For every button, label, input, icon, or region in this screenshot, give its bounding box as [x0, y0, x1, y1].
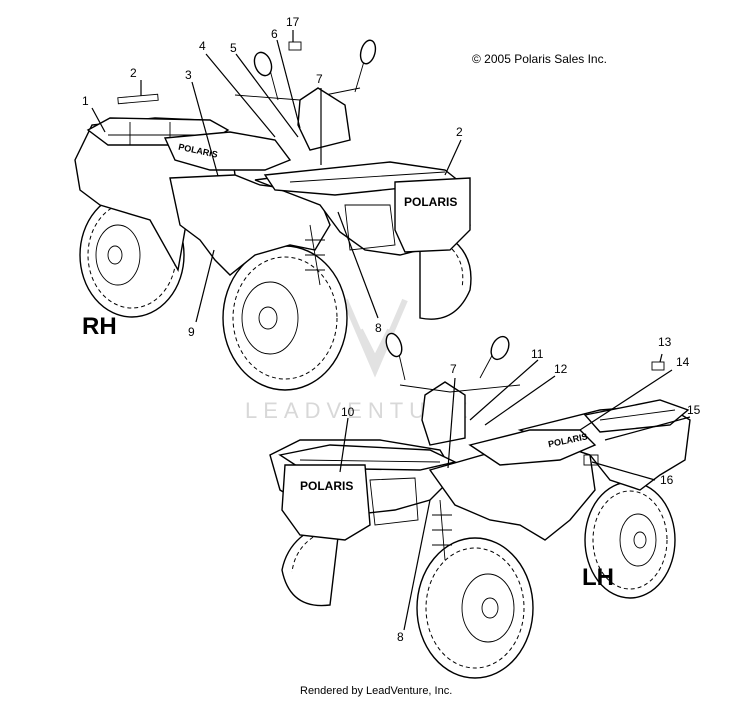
callout-lh-7: 7 — [450, 362, 457, 376]
copyright-text: © 2005 Polaris Sales Inc. — [472, 52, 607, 66]
lh-callouts: 7 11 12 13 14 15 16 10 8 — [341, 335, 701, 644]
callout-rh-4: 4 — [199, 39, 206, 53]
lh-front-grille — [281, 464, 371, 541]
rh-front-wheel — [222, 245, 348, 391]
callout-lh-15: 15 — [687, 403, 701, 417]
callout-rh-2b: 2 — [456, 125, 463, 139]
lh-seat — [468, 429, 597, 466]
rh-windshield — [297, 87, 351, 151]
lh-front-wheel — [416, 537, 534, 679]
callout-lh-12: 12 — [554, 362, 568, 376]
callout-rh-1: 1 — [82, 94, 89, 108]
rh-callouts: 1 2 3 4 5 6 17 7 2 9 8 — [82, 15, 463, 339]
callout-rh-7: 7 — [316, 72, 323, 86]
lh-windshield — [421, 381, 466, 446]
rh-leaders — [91, 30, 462, 323]
rh-shock — [305, 224, 325, 286]
rh-seat — [163, 131, 292, 171]
footer-text: Rendered by LeadVenture, Inc. — [300, 685, 452, 697]
rh-handlebar — [234, 87, 361, 101]
callout-rh-8: 8 — [375, 321, 382, 335]
callout-rh-9: 9 — [188, 325, 195, 339]
callout-lh-13: 13 — [658, 335, 672, 349]
rh-view-label: RH — [82, 313, 117, 340]
rh-front-grille — [394, 177, 471, 253]
rh-side-panel — [169, 174, 331, 276]
lh-grille-brand: POLARIS — [300, 479, 353, 493]
callout-lh-11: 11 — [531, 347, 544, 361]
callout-rh-17: 17 — [286, 15, 300, 29]
callout-rh-5: 5 — [230, 41, 237, 55]
callout-lh-8: 8 — [397, 630, 404, 644]
lh-handlebar — [399, 384, 521, 393]
atv-lh-view: POLARIS POLARIS — [269, 332, 691, 679]
callout-lh-10: 10 — [341, 405, 355, 419]
lh-shock — [432, 499, 452, 561]
callout-lh-14: 14 — [676, 355, 690, 369]
rh-grille-brand: POLARIS — [404, 195, 457, 209]
lh-leaders — [339, 353, 691, 631]
atv-rh-view: POLARIS POLARIS — [74, 39, 472, 391]
callout-lh-16: 16 — [660, 473, 674, 487]
callout-rh-2: 2 — [130, 66, 137, 80]
lh-view-label: LH — [582, 564, 614, 591]
callout-rh-6: 6 — [271, 27, 278, 41]
callout-rh-3: 3 — [185, 68, 192, 82]
